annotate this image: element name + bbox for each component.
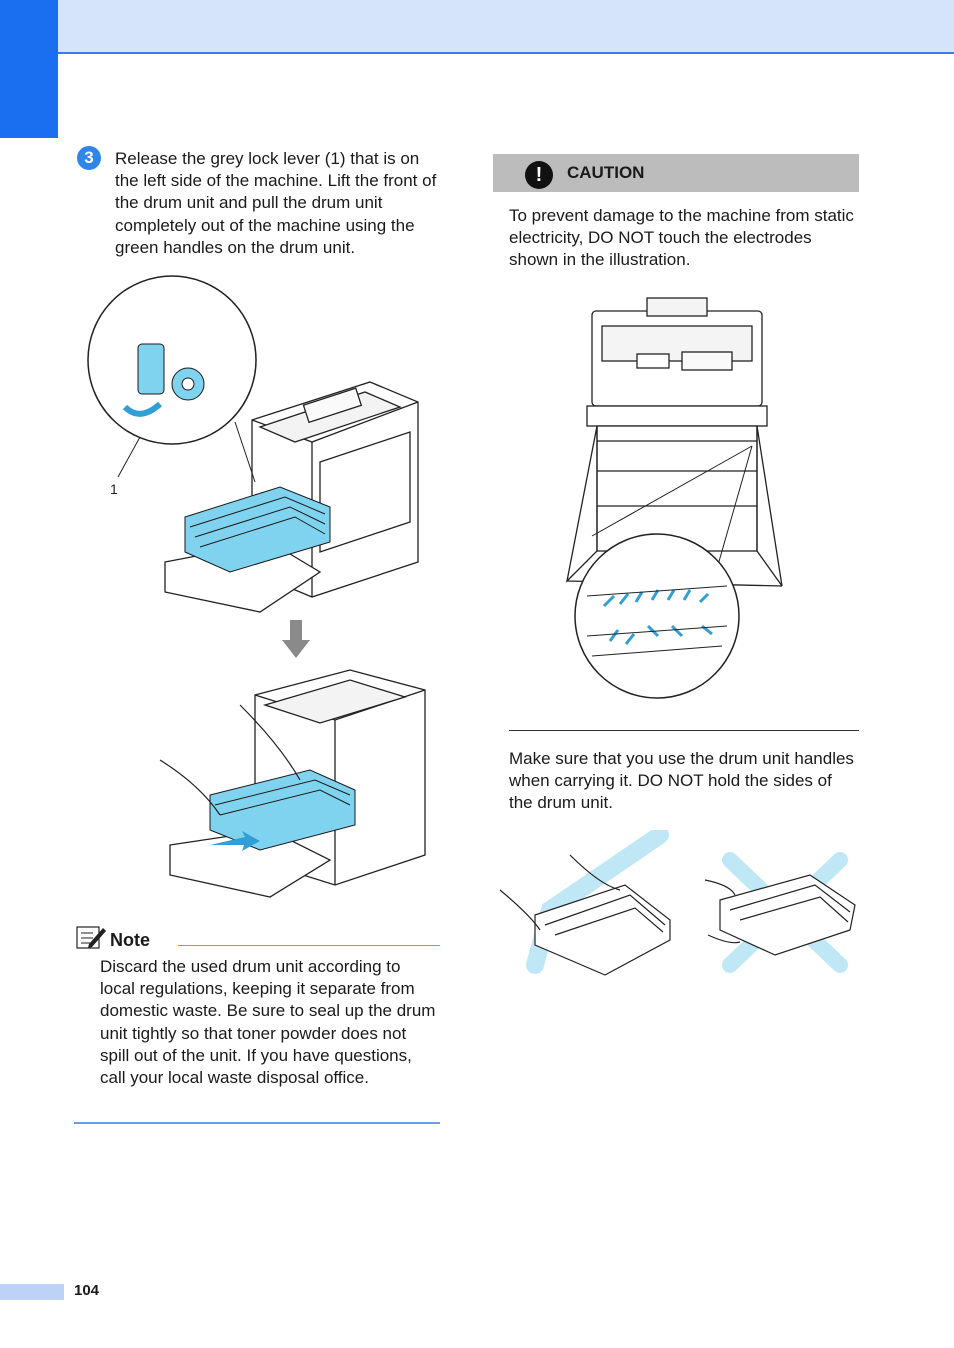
page-number: 104 [74,1282,100,1299]
chapter-tab [0,0,58,138]
lock-lever-magnifier [87,275,257,445]
electrodes-illustration [565,297,783,699]
pull-drum-illustration [159,669,426,898]
electrodes-magnifier [574,533,740,699]
step-number-badge: 3 [77,146,101,170]
note-bottom-rule [74,1122,440,1124]
note-title: Note [110,930,150,950]
drum-unit [184,486,331,573]
handling-text: Make sure that you use the drum unit han… [509,749,854,813]
note-text: Discard the used drum unit according to … [100,957,436,1088]
right-hand [707,934,741,944]
drum-unit [534,884,671,976]
right-hand [239,704,301,781]
right-hand [569,854,621,891]
note-rule [178,945,440,946]
left-hand [704,879,736,896]
header-band [0,0,954,54]
section-divider [509,730,859,731]
step-instruction: Release the grey lock lever (1) that is … [115,149,437,257]
down-arrow-icon [282,620,310,658]
drum-unit [719,874,856,956]
note-pencil-icon [76,926,106,949]
callout-line [117,436,141,478]
caution-bar [493,154,859,192]
rotate-arrow-icon [122,401,163,417]
correct-handling-illustration [499,830,671,976]
pull-arrow-icon [210,831,260,851]
electrode-arrows [602,589,713,645]
drum-unit [209,769,356,851]
caution-title: CAUTION [567,163,645,182]
caution-exclamation-icon: ! [525,161,553,189]
caution-text: To prevent damage to the machine from st… [509,206,854,270]
lock-lever-illustration: 1 [87,275,419,613]
lock-lever [137,343,205,401]
left-hand [159,759,221,816]
wrong-handling-illustration [704,852,856,973]
footer-band [0,1284,64,1300]
callout-label: 1 [110,481,118,497]
left-hand [499,889,541,931]
